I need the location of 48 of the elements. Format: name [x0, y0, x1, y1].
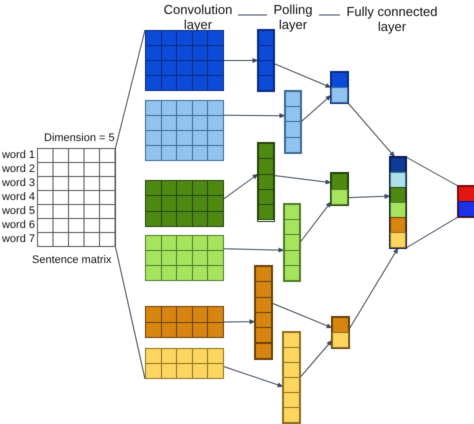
- arrow: [274, 175, 332, 184]
- arrow: [348, 194, 390, 199]
- connector-line: [115, 30, 146, 148]
- arrow: [224, 58, 258, 63]
- arrow: [224, 174, 258, 200]
- layer-heading: Fully connected layer: [345, 4, 439, 34]
- arrow: [300, 201, 332, 243]
- row-label: word 5: [2, 205, 35, 218]
- arrow: [224, 113, 286, 118]
- connector-line: [406, 216, 458, 248]
- feature-map-grid: [145, 30, 224, 91]
- dimension-label: Dimension = 5: [44, 132, 115, 144]
- arrow: [300, 340, 332, 378]
- feature-map-grid: [145, 348, 224, 379]
- arrow: [272, 302, 332, 328]
- layer-heading: Convolution layer: [162, 2, 234, 32]
- arrow: [274, 63, 332, 88]
- arrow: [224, 248, 284, 253]
- feature-vector: [331, 173, 348, 205]
- feature-vector: [331, 72, 348, 103]
- feature-map-grid: [145, 180, 224, 227]
- row-label: word 4: [2, 191, 35, 204]
- connector-line: [115, 246, 146, 380]
- arrow: [224, 319, 256, 324]
- arrow: [348, 248, 398, 330]
- layer-heading: Polling layer: [272, 2, 314, 32]
- row-label: word 2: [2, 163, 35, 176]
- feature-vector: [285, 91, 301, 153]
- arrow: [224, 366, 284, 388]
- feature-vector: [390, 157, 406, 248]
- feature-vector: [458, 186, 474, 217]
- arrow: [300, 94, 332, 122]
- feature-vector: [332, 317, 349, 348]
- feature-vector: [255, 266, 272, 359]
- row-label: word 6: [2, 219, 35, 232]
- row-label: word 7: [2, 233, 35, 246]
- feature-map-grid: [145, 306, 224, 338]
- feature-map-grid: [145, 100, 224, 161]
- feature-map-grid: [145, 235, 224, 281]
- arrow: [348, 102, 396, 158]
- feature-vector: [258, 143, 274, 220]
- feature-vector: [283, 332, 300, 423]
- matrix-caption: Sentence matrix: [32, 254, 112, 266]
- row-label: word 1: [2, 149, 35, 162]
- feature-vector: [258, 30, 274, 91]
- feature-vector: [284, 204, 300, 281]
- row-label: word 3: [2, 177, 35, 190]
- connector-line: [406, 156, 458, 186]
